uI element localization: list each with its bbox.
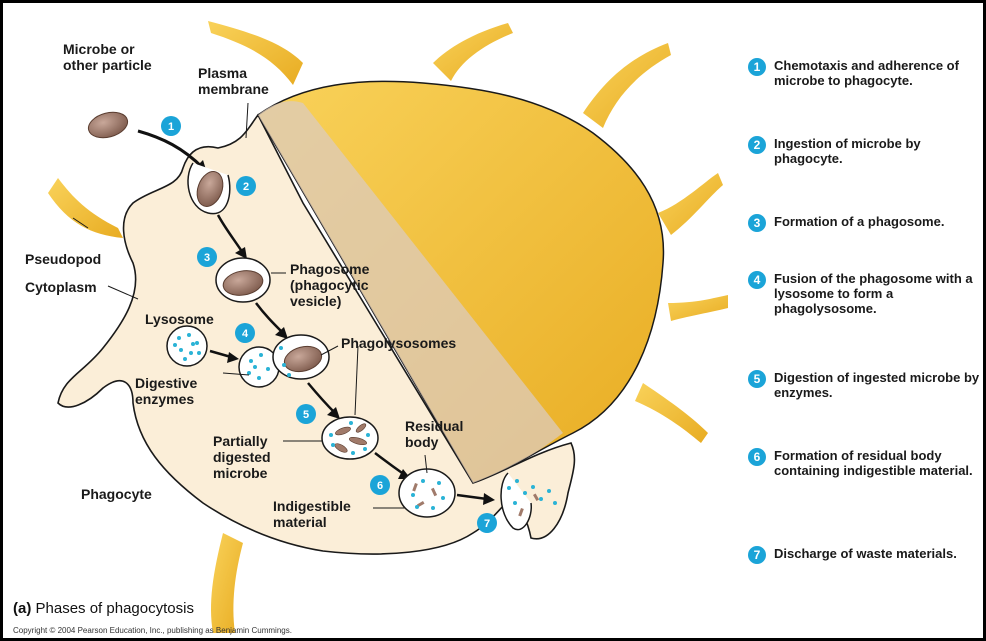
label-indigestible: Indigestible material [273,498,378,530]
pseudopod-top-mid [433,23,513,81]
svg-text:2: 2 [243,181,249,193]
pseudopod-right-3 [635,383,708,443]
svg-text:1: 1 [168,121,174,133]
step-1-text: Chemotaxis and adherence of microbe to p… [774,58,986,88]
badge-6: 6 [370,475,390,495]
svg-text:4: 4 [242,328,249,340]
figure-caption: (a) Phases of phagocytosis [13,600,194,617]
svg-text:6: 6 [377,480,383,492]
badge-5: 5 [296,404,316,424]
step-1-badge: 1 [748,58,766,76]
label-phagosome: Phagosome (phagocytic vesicle) [290,261,405,309]
pseudopod-right-1 [658,173,723,235]
label-microbe: Microbe or other particle [63,41,173,73]
label-cytoplasm: Cytoplasm [25,279,97,295]
step-6-badge: 6 [748,448,766,466]
step-6-text: Formation of residual body containing in… [774,448,986,478]
residual-body [399,469,455,517]
label-phagolysosomes: Phagolysosomes [341,335,456,351]
badge-7: 7 [477,513,497,533]
label-phagocyte: Phagocyte [81,486,152,502]
step-4-badge: 4 [748,271,766,289]
pseudopod-bottom [211,533,243,633]
label-digestive-enzymes: Digestive enzymes [135,375,235,407]
step-5-text: Digestion of ingested microbe by enzymes… [774,370,986,400]
step-2-text: Ingestion of microbe by phagocyte. [774,136,986,166]
step-7-text: Discharge of waste materials. [774,546,986,561]
badge-1: 1 [161,116,181,136]
step-5-badge: 5 [748,370,766,388]
caption-letter: (a) [13,600,31,617]
step-3-badge: 3 [748,214,766,232]
svg-text:7: 7 [484,518,490,530]
badge-2: 2 [236,176,256,196]
label-plasma-membrane: Plasma membrane [198,65,278,97]
step-2-badge: 2 [748,136,766,154]
svg-text:3: 3 [204,252,210,264]
microbe-outside [86,108,131,142]
step-4-text: Fusion of the phagosome with a lysosome … [774,271,986,316]
lysosome [167,326,207,366]
svg-text:5: 5 [303,409,309,421]
label-residual-body: Residual body [405,418,485,450]
pseudopod-top-right [583,43,671,128]
step-3-text: Formation of a phagosome. [774,214,986,229]
badge-4: 4 [235,323,255,343]
label-lysosome: Lysosome [145,311,214,327]
step-7-badge: 7 [748,546,766,564]
copyright-notice: Copyright © 2004 Pearson Education, Inc.… [13,626,292,635]
badge-3: 3 [197,247,217,267]
pseudopod-left [48,178,123,238]
pseudopod-right-2 [668,295,728,321]
caption-text: Phases of phagocytosis [36,600,194,617]
label-partially-digested: Partially digested microbe [213,433,293,481]
label-pseudopod: Pseudopod [25,251,101,267]
